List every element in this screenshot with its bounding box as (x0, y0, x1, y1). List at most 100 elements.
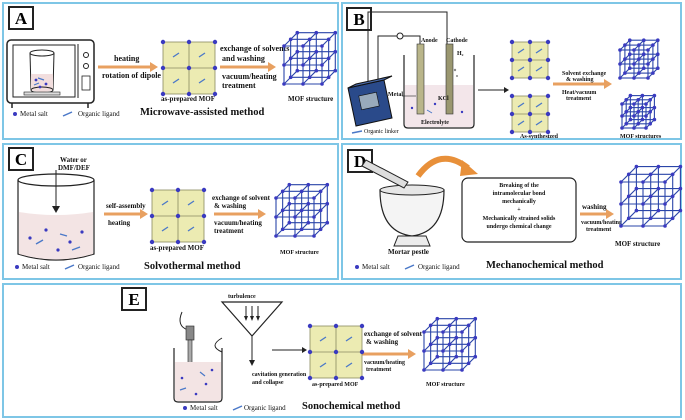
panel-c-mof-structure-node (312, 215, 316, 219)
panel-b-mof-structure-bottom-node (632, 102, 636, 106)
sonication-beaker-icon (173, 348, 223, 403)
panel-a-as-prepared-mof-ligand (198, 78, 206, 84)
panel-d-mof-structure-node (656, 164, 661, 169)
panel-d-mof-structure-edge (620, 217, 630, 227)
panel-b-mof-structure-bottom-node (640, 93, 645, 98)
panel-b-mof-structure-top-node (651, 57, 655, 61)
panel-a-heating-label: heating (114, 54, 140, 63)
panel-e-mof-structure-node (473, 335, 478, 340)
panel-d-legend-metal: Metal salt (362, 263, 390, 271)
panel-c-method-title: Solvothermal method (144, 261, 241, 272)
panel-b-mof-structure-top-node (646, 48, 650, 52)
strained-label-1: Mechanically strained solids (482, 216, 556, 222)
metal-label: Metal (388, 92, 403, 98)
panel-a-mof-structure-node (314, 49, 319, 54)
panel-d-mof-structure-node (634, 208, 639, 213)
panel-a-exchange-label-2: and washing (222, 54, 265, 63)
panel-b-mof-structure-top-node (651, 43, 655, 47)
panel-d-mof-structure-node (626, 172, 631, 177)
panel-b-mof-grid-bottom-node (545, 93, 551, 99)
panel-b-mof-structure-top-node (637, 43, 641, 47)
as-synthesized-label: As-synthesized (520, 134, 559, 140)
panel-d-mof-structure-node (678, 186, 683, 191)
panel-e-as-prepared-mof-ligand (319, 336, 327, 342)
panel-c-mof-structure-node (299, 208, 304, 213)
panel-e-as-prepared-mof-node (307, 375, 313, 381)
panel-c-mof-structure-node (325, 182, 330, 187)
panel-d-mof-structure-node (663, 224, 667, 228)
panel-e-as-prepared-mof-node (359, 375, 365, 381)
panel-d-mof-structure-edge (628, 188, 637, 197)
cavitation-label-2: and collapse (252, 380, 284, 386)
panel-d-mof-structure-node (634, 164, 639, 169)
panel-d-legend-ligand-mark (404, 264, 415, 270)
panel-b-mof-structure-top-node (623, 57, 627, 61)
water-label-1: Water or (60, 156, 87, 164)
panel-c-mof-structure-node (318, 208, 323, 213)
panel-e-mof-structure-node (428, 342, 433, 347)
panel-b-mof-structure-top-node (628, 52, 632, 56)
breaking-label-3: mechanically (502, 199, 536, 205)
panel-c-exchange-label-2: & washing (214, 202, 247, 210)
panel-b-mof-grid-top-node (527, 39, 533, 45)
panel-c-legend-ligand-mark (64, 264, 75, 270)
panel-c-legend-metal: Metal salt (22, 263, 50, 271)
power-supply-icon (347, 75, 393, 127)
panel-b-arrow (553, 79, 612, 89)
panel-b-mof-grid-top-node (545, 39, 551, 45)
cavitation-label-1: cavitation generation (252, 372, 307, 378)
panel-e-mof-structure-node (447, 342, 452, 347)
panel-d-washing-label: washing (582, 203, 607, 211)
panel-c-as-prepared-mof-ligand (161, 226, 169, 232)
mof-structures-label: MOF structures (620, 134, 662, 140)
panel-a-mof-structure-node (326, 37, 331, 42)
panel-e-mof-structure-node (441, 349, 445, 353)
panel-c-mof-structure-node (306, 201, 311, 206)
panel-a-mof-structure-node (301, 63, 305, 67)
panel-c-arrow-2 (214, 209, 266, 219)
panel-c-mof-structure-node (287, 201, 292, 206)
panel-c-as-prepared-mof-node (175, 213, 181, 219)
panel-c-legend-ligand: Organic ligand (78, 263, 120, 271)
panel-d-mof-structure-edge (664, 217, 674, 227)
panel-c-legend-metal-dot (15, 265, 19, 269)
panel-a-mof-structure-node (301, 44, 305, 48)
panel-c-as-prepared-mof-node (201, 213, 207, 219)
panel-b-mof-structure-bottom-node (648, 110, 652, 114)
panel-b-mof-grid-bottom-node (527, 111, 533, 117)
panel-c-mof-structure-label: MOF structure (280, 250, 319, 256)
panel-d-mof-structure-node (626, 194, 631, 199)
panel-e-legend-ligand-mark (232, 405, 243, 411)
panel-c-as-prepared-mof-node (175, 187, 181, 193)
panel-d-mof-structure-node (648, 194, 653, 199)
panel-b-mof-structure-bottom-node (624, 122, 628, 126)
panel-e-mof-structure-node (435, 316, 440, 321)
panel-e-as-prepared-label: as-prepared MOF (312, 382, 359, 388)
panel-e-mof-structure-node (422, 349, 426, 353)
panel-d-vacuum-label-2: treatment (586, 227, 612, 233)
panel-e-mof-structure-node (466, 361, 471, 366)
panel-e-mof-structure-label: MOF structure (426, 382, 465, 388)
panel-a-as-prepared-mof-node (186, 65, 192, 71)
panel-e-mof-structure-node (428, 323, 433, 328)
panel-e-mof-structure-node (447, 323, 452, 328)
panel-c-mof-structure-node (325, 201, 330, 206)
panel-d-mof-structure-node (619, 224, 623, 228)
panel-a-mof-structure-node (301, 82, 305, 86)
panel-a-legend-ligand-mark (62, 111, 73, 117)
panel-c-mof-structure-node (274, 215, 278, 219)
panel-a-mof-structure-node (333, 49, 338, 54)
panel-b-mof-structure-bottom-node (644, 102, 648, 106)
panel-a-mof-structure-node (320, 44, 324, 48)
panel-c-as-prepared-mof-node (201, 187, 207, 193)
panel-b-mof-structure-bottom-node (644, 114, 648, 118)
panel-a-mof-structure-node (307, 75, 312, 80)
panel-c-as-prepared-mof-node (149, 187, 155, 193)
breaking-label-1: Breaking of the (499, 183, 539, 189)
panel-e-mof-structure-node (435, 335, 440, 340)
h2-label: H₂ (457, 51, 464, 57)
panel-a-vacuum-label-2: treatment (222, 81, 256, 90)
panel-d-mof-structure-node (670, 216, 675, 221)
